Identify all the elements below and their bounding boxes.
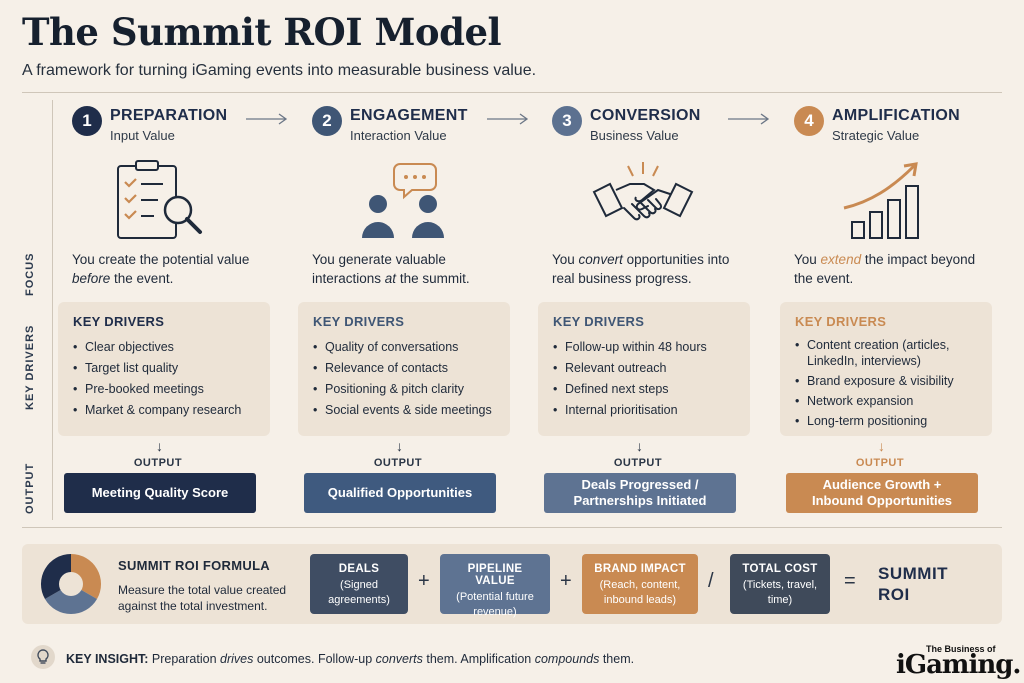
people-chat-icon (362, 163, 444, 238)
driver-item: Network expansion (795, 393, 978, 409)
key-drivers-heading: KEY DRIVERS (313, 314, 405, 329)
step-title: PREPARATION (110, 107, 228, 124)
bottom-divider (22, 527, 1002, 528)
step-preparation: 1 PREPARATION Input Value You create the… (58, 100, 270, 520)
step-number-badge: 4 (794, 106, 824, 136)
output-label: OUTPUT (133, 457, 183, 469)
formula-term-cost: TOTAL COST (Tickets, travel, time) (730, 554, 830, 614)
step-subtitle: Input Value (110, 128, 175, 143)
output-label: OUTPUT (855, 457, 905, 469)
step-arrow-1 (246, 113, 288, 125)
driver-item: Relevant outreach (553, 358, 736, 379)
formula-description: Measure the total value created against … (118, 583, 287, 613)
step-number-badge: 1 (72, 106, 102, 136)
driver-item: Defined next steps (553, 379, 736, 400)
step-number-badge: 3 (552, 106, 582, 136)
output-box: Qualified Opportunities (304, 473, 496, 513)
key-drivers-heading: KEY DRIVERS (553, 314, 645, 329)
down-arrow-icon: ↓ (636, 438, 643, 454)
output-box: Deals Progressed / Partnerships Initiate… (544, 473, 736, 513)
driver-item: Brand exposure & visibility (795, 373, 978, 389)
row-label-drivers: KEY DRIVERS (24, 324, 36, 410)
driver-item: Relevance of contacts (313, 358, 496, 379)
key-drivers-heading: KEY DRIVERS (795, 314, 887, 329)
driver-item: Clear objectives (73, 337, 256, 358)
step-title: ENGAGEMENT (350, 107, 468, 124)
formula-title: SUMMIT ROI FORMULA (118, 558, 270, 573)
formula-term-deals: DEALS (Signed agreements) (310, 554, 408, 614)
driver-item: Pre-booked meetings (73, 379, 256, 400)
step-engagement: 2 ENGAGEMENT Interaction Value You gener… (298, 100, 510, 520)
plus-operator: + (560, 570, 572, 592)
driver-item: Internal prioritisation (553, 400, 736, 421)
down-arrow-icon: ↓ (396, 438, 403, 454)
plus-operator: + (418, 570, 430, 592)
driver-item: Positioning & pitch clarity (313, 379, 496, 400)
pie-chart-icon (40, 554, 102, 615)
igaming-logo: The Business of iGaming. (896, 644, 1021, 680)
driver-item: Target list quality (73, 358, 256, 379)
growth-chart-icon (843, 162, 919, 239)
row-label-output: OUTPUT (24, 462, 36, 514)
key-drivers-card: KEY DRIVERS Clear objectives Target list… (58, 302, 270, 436)
key-drivers-card: KEY DRIVERS Follow-up within 48 hours Re… (538, 302, 750, 436)
down-arrow-icon: ↓ (156, 438, 163, 454)
step-amplification: 4 AMPLIFICATION Strategic Value You exte… (780, 100, 992, 520)
driver-item: Quality of conversations (313, 337, 496, 358)
divide-operator: / (708, 570, 714, 592)
focus-text: You convert opportunities into real busi… (552, 252, 730, 286)
checklist-magnifier-icon (117, 160, 202, 239)
row-label-focus: FOCUS (24, 252, 36, 296)
driver-item: Follow-up within 48 hours (553, 337, 736, 358)
step-conversion: 3 CONVERSION Business Value You convert … (538, 100, 750, 520)
focus-text: You extend the impact beyond the event. (794, 252, 976, 286)
key-insight-text: KEY INSIGHT: Preparation drives outcomes… (66, 652, 635, 666)
output-box: Audience Growth + Inbound Opportunities (786, 473, 978, 513)
formula-term-brand: BRAND IMPACT (Reach, content, inbound le… (582, 554, 698, 614)
step-subtitle: Interaction Value (350, 128, 447, 143)
step-arrow-2 (487, 113, 529, 125)
step-subtitle: Strategic Value (832, 128, 920, 143)
driver-item: Long-term positioning (795, 413, 978, 429)
key-insight-bar: KEY INSIGHT: Preparation drives outcomes… (22, 638, 1021, 680)
focus-text: You create the potential value before th… (72, 252, 250, 286)
down-arrow-icon: ↓ (878, 438, 885, 454)
lightbulb-icon (31, 645, 55, 669)
key-drivers-heading: KEY DRIVERS (73, 314, 165, 329)
driver-item: Market & company research (73, 400, 256, 421)
step-number-badge: 2 (312, 106, 342, 136)
driver-item: Content creation (articles, LinkedIn, in… (795, 337, 978, 369)
focus-text: You generate valuable interactions at th… (312, 252, 470, 286)
page-title: The Summit ROI Model (22, 10, 502, 54)
output-label: OUTPUT (613, 457, 663, 469)
step-title: AMPLIFICATION (832, 107, 961, 124)
key-drivers-card: KEY DRIVERS Content creation (articles, … (780, 302, 992, 436)
step-subtitle: Business Value (590, 128, 679, 143)
handshake-icon (592, 162, 694, 221)
step-title: CONVERSION (590, 107, 701, 124)
driver-item: Social events & side meetings (313, 400, 496, 421)
output-box: Meeting Quality Score (64, 473, 256, 513)
side-divider (52, 100, 53, 520)
page-subtitle: A framework for turning iGaming events i… (22, 62, 537, 79)
step-arrow-3 (728, 113, 770, 125)
output-label: OUTPUT (373, 457, 423, 469)
formula-term-pipeline: PIPELINE VALUE (Potential future revenue… (440, 554, 550, 618)
formula-result: SUMMIT ROI (878, 564, 949, 604)
key-drivers-card: KEY DRIVERS Quality of conversations Rel… (298, 302, 510, 436)
top-divider (22, 92, 1002, 93)
roi-formula-panel: SUMMIT ROI FORMULA Measure the total val… (22, 544, 1002, 624)
equals-operator: = (844, 570, 856, 592)
